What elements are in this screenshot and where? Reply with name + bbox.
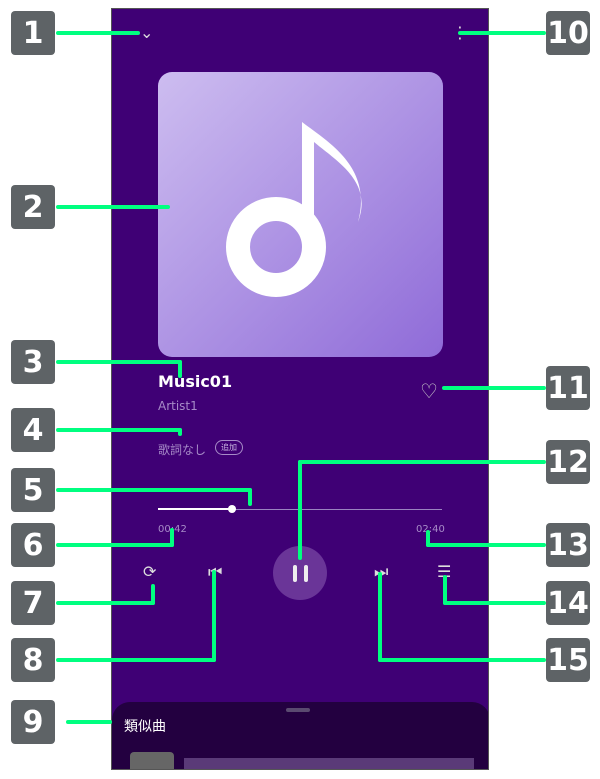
song-title: Music01	[158, 372, 233, 391]
collapse-chevron-icon[interactable]: ⌄	[140, 23, 154, 42]
music-note-icon	[226, 122, 362, 297]
callout-3: 3	[11, 340, 55, 384]
song-info-blurred	[184, 758, 474, 769]
seek-progress	[158, 508, 232, 510]
artist-name: Artist1	[158, 399, 198, 413]
sheet-drag-handle[interactable]	[286, 708, 310, 712]
similar-songs-sheet[interactable]: 類似曲	[112, 702, 488, 769]
playlist-queue-icon[interactable]: ☰	[437, 562, 452, 581]
total-duration: 02:40	[416, 524, 445, 535]
favorite-heart-icon[interactable]: ♡	[420, 379, 438, 403]
callout-12: 12	[546, 440, 590, 484]
callout-8: 8	[11, 638, 55, 682]
similar-songs-title: 類似曲	[124, 719, 166, 735]
callout-2: 2	[11, 185, 55, 229]
callout-15: 15	[546, 638, 590, 682]
callout-5: 5	[11, 468, 55, 512]
callout-7: 7	[11, 581, 55, 625]
pause-icon	[292, 564, 297, 582]
callout-14: 14	[546, 581, 590, 625]
seek-handle[interactable]	[227, 505, 236, 513]
callout-10: 10	[546, 11, 590, 55]
callout-6: 6	[11, 523, 55, 567]
lyrics-status: 歌詞なし	[158, 443, 207, 457]
player-screen: ⌄ ⋮ Music01 Artist1 ♡ 歌詞なし 追加 00:42 02:4…	[111, 8, 489, 770]
callout-13: 13	[546, 523, 590, 567]
callout-1: 1	[11, 11, 55, 55]
callout-4: 4	[11, 408, 55, 452]
callout-9: 9	[11, 700, 55, 744]
repeat-icon[interactable]: ⟳	[143, 562, 157, 581]
album-art	[158, 72, 443, 357]
callout-11: 11	[546, 366, 590, 410]
add-lyrics-button[interactable]: 追加	[215, 440, 243, 455]
song-thumbnail	[130, 752, 174, 769]
next-track-icon[interactable]: ⏭	[374, 562, 388, 582]
